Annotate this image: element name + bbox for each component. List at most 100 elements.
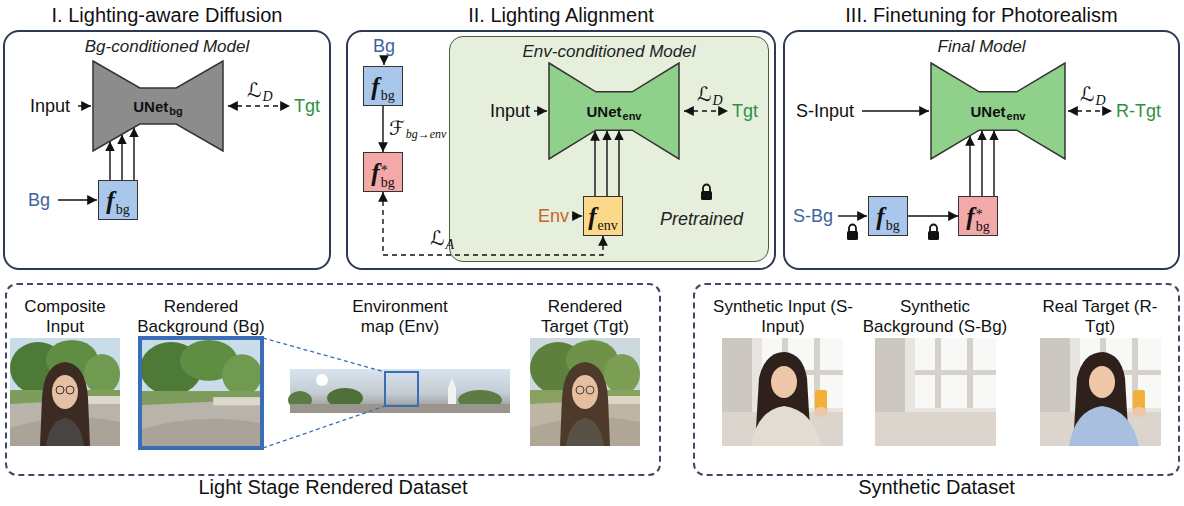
feature-injection-arrow: [606, 131, 607, 196]
encoder-label: f*bg: [371, 160, 394, 185]
lock-icon: [928, 225, 939, 241]
feature-injection-arrow: [109, 142, 110, 180]
zoom-leader: [263, 338, 385, 372]
background-label: Bg: [28, 190, 50, 210]
subscript: bg: [886, 219, 900, 233]
unet-name: UNet: [971, 104, 1006, 119]
input-arrow: [534, 110, 547, 111]
loss-arrow: [684, 110, 728, 111]
encoder-label: fenv: [588, 204, 618, 229]
superscript: *: [976, 209, 990, 221]
stage-panel: III. Finetuning for PhotorealismFinal Mo…: [783, 30, 1180, 270]
environment-map: [448, 378, 456, 404]
unet-name: UNet: [133, 99, 168, 114]
unet-label: UNetbg: [133, 99, 182, 114]
background-photo: [140, 338, 262, 448]
mapping-subscript: bg→env: [406, 127, 447, 142]
unet-outline: [93, 61, 223, 151]
subscript: bg: [976, 221, 990, 233]
loss-subscript: D: [1095, 93, 1105, 108]
image-caption: Composite Input: [13, 297, 117, 337]
edge-label: ℒ: [430, 228, 444, 248]
lock-icon: [701, 191, 712, 200]
input-arrow: [838, 215, 867, 216]
input-label: S-Input: [796, 101, 854, 121]
unet-subscript: env: [623, 111, 642, 122]
mapping-arrow: [383, 106, 384, 152]
loss-arrow: [1068, 110, 1112, 111]
composite-photo: [40, 362, 90, 446]
unet-name: UNet: [587, 104, 622, 119]
encoder-box: fbg: [98, 180, 138, 220]
superscript: *: [381, 165, 395, 177]
aligned-encoder-box: f*bg: [363, 152, 403, 192]
subscript: env: [598, 219, 618, 233]
mapping-arrow: [382, 106, 383, 152]
background-label: Bg: [373, 36, 395, 56]
input-arrow: [58, 199, 97, 200]
environment-label: Env: [538, 206, 569, 226]
feature-injection-arrow: [981, 131, 982, 196]
encoder-box: fbg: [868, 196, 908, 236]
frozen-note: Pretrained: [660, 208, 743, 230]
target-photo: [530, 338, 640, 446]
subscript: bg: [116, 203, 130, 217]
mapping-arrow: [908, 215, 958, 216]
unet-block: UNetenv: [548, 62, 680, 160]
background-label: S-Bg: [793, 206, 833, 226]
environment-map: [290, 369, 510, 413]
lock-icon: [928, 231, 939, 240]
model-caption: Final Model: [785, 37, 1178, 57]
edge-label: ℱ: [389, 118, 405, 138]
target-photo: [530, 338, 640, 446]
script-stack: *bg: [976, 209, 990, 233]
feature-injection-arrow: [993, 131, 994, 196]
feature-injection-arrow: [121, 135, 122, 180]
input-arrow: [862, 110, 929, 111]
model-region-fill: [449, 36, 769, 262]
loss-subscript: A: [445, 237, 454, 252]
script-stack: *bg: [381, 165, 395, 189]
synthetic-input-photo: [751, 352, 828, 446]
dataset-caption: Light Stage Rendered Dataset: [7, 476, 659, 498]
function-symbol: f: [371, 160, 379, 185]
image-caption: Rendered Background (Bg): [131, 297, 271, 337]
feature-injection-arrow: [594, 131, 595, 196]
function-symbol: f: [966, 204, 974, 229]
loss-arrow: [228, 105, 290, 106]
model-caption: Env-conditioned Model: [450, 42, 768, 62]
input-label: Input: [30, 96, 70, 116]
lock-icon: [701, 185, 712, 201]
feature-injection-arrow: [618, 131, 619, 196]
lock-icon: [703, 185, 710, 192]
input-label: Input: [490, 101, 530, 121]
synthetic-background-photo: [875, 338, 996, 446]
composite-photo: [10, 338, 120, 446]
aligned-encoder-box: f*bg: [958, 196, 998, 236]
env-encoder-box: fenv: [583, 196, 623, 236]
image-caption: Environment map (Env): [335, 297, 465, 337]
composite-photo: [10, 338, 120, 446]
subscript: bg: [381, 89, 395, 103]
function-symbol: f: [588, 204, 596, 229]
feature-injection-arrow: [133, 128, 134, 180]
model-caption: Bg-conditioned Model: [5, 37, 329, 57]
image-caption: Rendered Target (Tgt): [525, 297, 645, 337]
function-symbol: f: [371, 74, 379, 99]
feature-injection-arrow: [595, 131, 619, 196]
model-region: Env-conditioned ModelPretrainedUNetenvfe…: [449, 36, 769, 262]
input-arrow: [383, 57, 384, 65]
environment-map: [288, 369, 510, 413]
image-caption: Synthetic Background (S-Bg): [855, 297, 1015, 337]
environment-map: [385, 372, 418, 406]
unet-label: UNetenv: [587, 104, 642, 119]
image-caption: Synthetic Input (S-Input): [713, 297, 853, 337]
background-photo: [140, 338, 262, 448]
real-target-photo: [1069, 352, 1146, 446]
zoom-leader: [263, 406, 385, 448]
